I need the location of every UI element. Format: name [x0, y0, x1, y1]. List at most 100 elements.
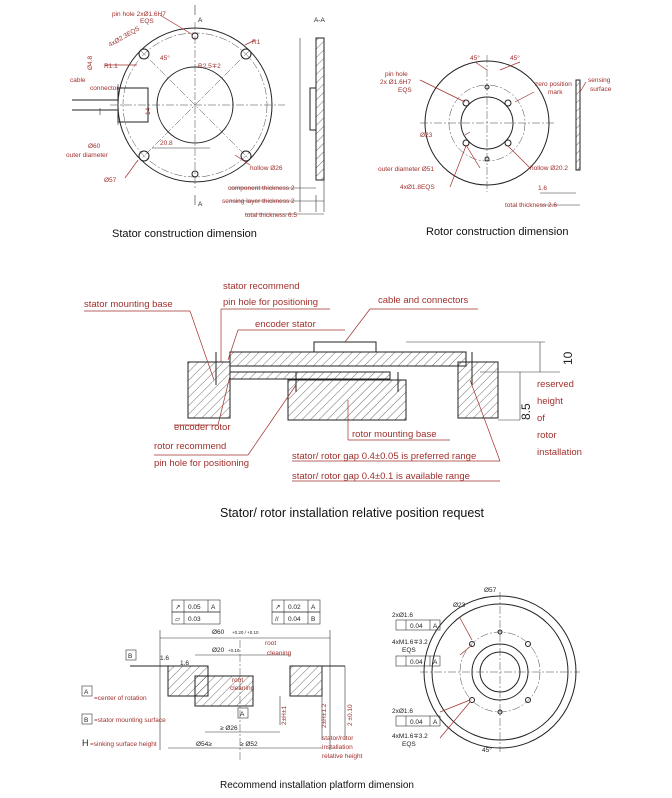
platform-right [289, 665, 323, 697]
stator-base-left [187, 361, 231, 419]
stator-cable-label: cable [70, 77, 86, 84]
leg-h-text: =sinking surface height [90, 741, 157, 748]
fc1-sym: ↗ [175, 604, 180, 611]
rotor-outer-label: outer diameter Ø51 [378, 166, 434, 173]
fc3-val: 0.02 [288, 604, 301, 611]
leg-b-text: =stator mounting surface [94, 717, 166, 724]
plat-gapnote-1: installation [322, 744, 353, 751]
enc-rotor-label: encoder rotor [174, 422, 231, 433]
stator-d57-label: Ø57 [104, 177, 117, 184]
rotor-pin-label: pin hole for positioning [154, 458, 249, 469]
plan-m1-ref: A [433, 659, 438, 666]
plan-m2-eqs: EQS [402, 741, 416, 748]
plat-d20-tol: +0.10 [228, 648, 240, 653]
stator-r25-label: R2.5∓2 [198, 63, 221, 70]
plat-root2: root [232, 677, 243, 684]
plan-m1-val: 0.04 [410, 659, 423, 666]
plat-d60: Ø60 [212, 629, 225, 636]
reserved-0: reserved [537, 379, 574, 390]
stator-angle-label: 45° [160, 54, 170, 62]
cable-connector-block [313, 341, 377, 353]
stator-drawing [72, 5, 325, 215]
platform-center [194, 675, 254, 707]
caption-stator: Stator construction dimension [112, 228, 257, 240]
rotor-eqs-label: EQS [398, 87, 412, 94]
plan-m1-eqs: EQS [402, 647, 416, 654]
stator-a-top: A [198, 17, 203, 24]
rotor-total-label: total thickness 2.6 [505, 202, 557, 209]
reserved-3: rotor [537, 430, 557, 441]
caption-rotor: Rotor construction dimension [426, 226, 569, 238]
plat-h2: 2±H±1 [281, 706, 288, 725]
rotor-sensing2: surface [590, 86, 612, 93]
fc2-val: 0.03 [188, 616, 201, 623]
installation-drawing [84, 308, 560, 482]
cable-label: cable and connectors [378, 295, 469, 306]
fc1-ref: A [211, 604, 216, 611]
stator-d14-label: 14 [145, 107, 152, 115]
fc2-sym: ▱ [175, 616, 181, 623]
plat-d60-tol: +0.20 / +0.10 [232, 630, 259, 635]
plat-cleaning2: cleaning [230, 685, 255, 692]
caption-installation: Stator/ rotor installation relative posi… [220, 506, 485, 520]
rotor-d23-label: Ø23 [420, 132, 433, 139]
stator-hollow-label: hollow Ø26 [250, 165, 283, 172]
caption-platform: Recommend installation platform dimensio… [220, 780, 414, 791]
plat-d54: Ø54≥ [196, 741, 212, 748]
leg-b-box: B [84, 717, 88, 724]
plan-d23: Ø23 [453, 602, 466, 609]
plat-h4: 2 ±0.10 [347, 704, 354, 726]
stator-rec-label: stator recommend [223, 281, 300, 292]
plan-m2: 4xM1.6∓3.2 [392, 733, 428, 740]
rotor-mounting-base [287, 379, 407, 421]
rotor-angle2: 45° [510, 54, 520, 62]
stator-outer-label: outer diameter [66, 152, 109, 159]
reserved-4: installation [537, 447, 582, 458]
rotor-sensing1: sensing [588, 77, 611, 84]
stator-section-label: A-A [314, 17, 326, 24]
plat-d20: Ø20 [212, 647, 225, 654]
fc4-ref: B [311, 616, 315, 623]
stator-pin-hole-label: pin hole 2xØ1.6H7 [112, 11, 166, 18]
fc3-sym: ↗ [275, 604, 280, 611]
plan-p1-val: 0.04 [410, 623, 423, 630]
stator-r1-label: R1 [252, 39, 261, 46]
stator-comp-thick: component thickness 2 [228, 185, 295, 192]
stator-bolt-label: 4xØ2.3EQS [108, 25, 142, 49]
leg-h-box: H [82, 738, 89, 748]
rotor-drawing [419, 55, 587, 206]
reserved-2: of [537, 413, 545, 424]
plat-gapnote-2: relative height [322, 753, 363, 760]
leg-a-text: =center of rotation [94, 695, 147, 702]
plan-angle: 45° [482, 746, 492, 754]
dim-10: 10 [561, 351, 575, 365]
plat-b-datum: B [128, 653, 132, 660]
stator-eqs-label: EQS [140, 18, 154, 25]
plat-ge26: ≥ Ø26 [220, 725, 238, 732]
platform-plan [395, 592, 580, 752]
stator-section [315, 37, 325, 181]
encoder-stator-body [229, 351, 467, 367]
rotor-angle1: 45° [470, 54, 480, 62]
plan-m1: 4xM1.6∓3.2 [392, 639, 428, 646]
rotor-pin-hole-label: pin hole [385, 71, 408, 78]
plat-d16a: 1.6 [160, 655, 169, 662]
rotor-pin-size-label: 2x Ø1.6H7 [380, 79, 411, 86]
rotor-rec-label: rotor recommend [154, 441, 226, 452]
fc4-val: 0.04 [288, 616, 301, 623]
plat-gapnote-0: stator/rotor [322, 735, 354, 742]
plan-p1: 2xØ1.6 [392, 612, 413, 619]
rotor-bolt-label: 4xØ1.8EQS [400, 184, 435, 191]
reserved-1: height [537, 396, 563, 407]
fc3-ref: A [311, 604, 316, 611]
rotor-zero1: zero position [535, 81, 572, 88]
stator-d60-label: Ø60 [88, 143, 101, 150]
enc-stator-label: encoder stator [255, 319, 316, 330]
rotor-section [575, 79, 581, 171]
rotor-zero2: mark [548, 89, 563, 96]
stator-base-right [457, 361, 499, 419]
plat-ge52: ≥ Ø52 [240, 741, 258, 748]
gap2-label: stator/ rotor gap 0.4±0.1 is available r… [292, 471, 470, 482]
stator-r11-label: R1.1 [104, 63, 118, 70]
plat-root1: root [265, 640, 276, 647]
